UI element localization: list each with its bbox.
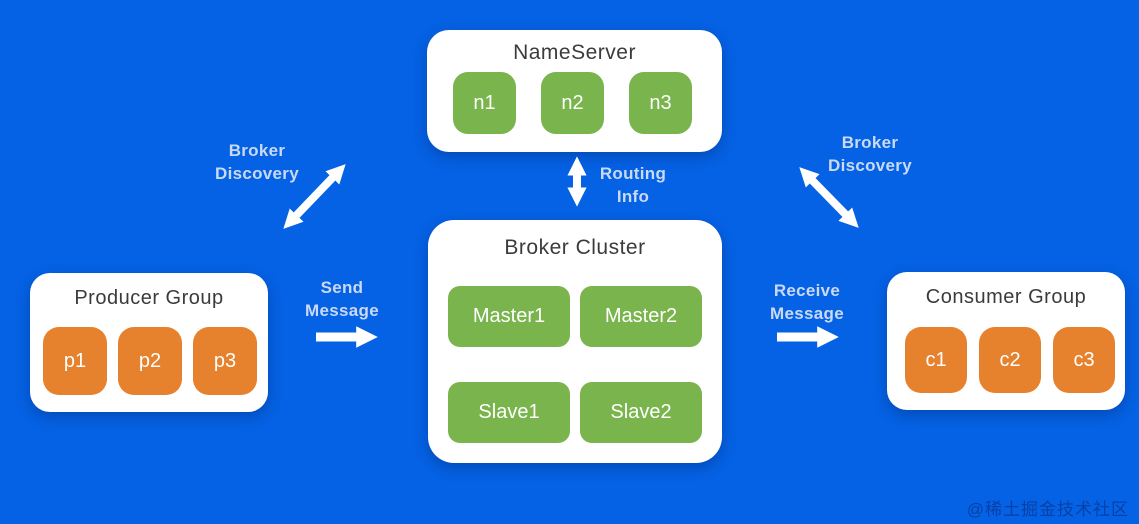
broker-node-master2: Master2 — [580, 286, 702, 347]
consumer-group-title: Consumer Group — [925, 286, 1087, 308]
broker-master-row: Master1 Master2 — [448, 286, 702, 347]
watermark: @稀土掘金技术社区 — [966, 500, 1129, 519]
broker-discovery-left-label: Broker Discovery — [198, 139, 316, 185]
consumer-node-row: c1 c2 c3 — [905, 327, 1115, 393]
broker-discovery-right-line1: Broker — [841, 133, 899, 152]
send-message-line1: Send — [320, 278, 364, 297]
nameserver-node-n2: n2 — [541, 72, 604, 134]
broker-discovery-left-line2: Discovery — [215, 164, 299, 183]
nameserver-box: NameServer n1 n2 n3 — [427, 30, 722, 152]
nameserver-node-row: n1 n2 n3 — [453, 72, 692, 134]
broker-node-master1: Master1 — [448, 286, 570, 347]
broker-discovery-left-line1: Broker — [228, 141, 286, 160]
consumer-node-c2: c2 — [979, 327, 1041, 393]
producer-node-row: p1 p2 p3 — [43, 327, 257, 395]
send-message-label: Send Message — [299, 276, 385, 322]
routing-info-label: Routing Info — [596, 162, 670, 208]
nameserver-title: NameServer — [513, 41, 636, 64]
broker-discovery-right-line2: Discovery — [828, 156, 912, 175]
consumer-group-box: Consumer Group c1 c2 c3 — [887, 272, 1125, 410]
broker-discovery-right-arrow — [799, 167, 859, 228]
broker-node-slave2: Slave2 — [580, 382, 702, 443]
broker-node-slave1: Slave1 — [448, 382, 570, 443]
producer-group-title: Producer Group — [74, 287, 224, 309]
consumer-node-c1: c1 — [905, 327, 967, 393]
routing-info-line2: Info — [616, 187, 650, 206]
receive-message-line1: Receive — [773, 281, 841, 300]
producer-group-box: Producer Group p1 p2 p3 — [30, 273, 268, 412]
send-message-line2: Message — [305, 301, 379, 320]
broker-cluster-title: Broker Cluster — [504, 236, 646, 259]
consumer-node-c3: c3 — [1053, 327, 1115, 393]
routing-info-line1: Routing — [599, 164, 667, 183]
broker-cluster-box: Broker Cluster Master1 Master2 Slave1 Sl… — [428, 220, 722, 463]
broker-discovery-right-label: Broker Discovery — [814, 131, 926, 177]
producer-node-p3: p3 — [193, 327, 257, 395]
receive-message-label: Receive Message — [762, 279, 852, 325]
producer-node-p2: p2 — [118, 327, 182, 395]
nameserver-node-n3: n3 — [629, 72, 692, 134]
nameserver-node-n1: n1 — [453, 72, 516, 134]
producer-node-p1: p1 — [43, 327, 107, 395]
broker-slave-row: Slave1 Slave2 — [448, 382, 702, 443]
receive-message-line2: Message — [770, 304, 844, 323]
